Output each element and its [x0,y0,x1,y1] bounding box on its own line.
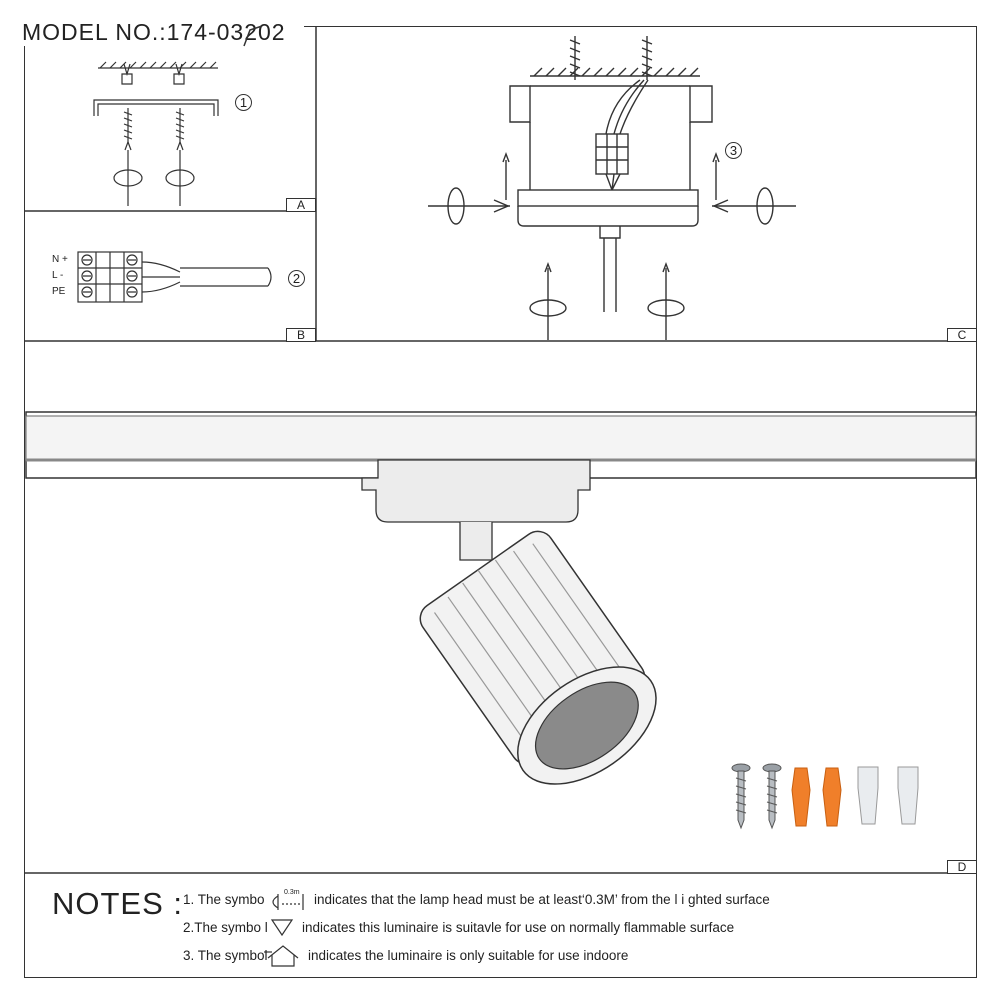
hardware-set [731,763,919,830]
note-3-prefix: 3. The symbol [183,948,268,963]
panel-c-drawing [428,36,796,340]
screw-2 [762,763,782,830]
track-light-drawing [25,411,977,785]
step-marker-1: 1 [235,94,252,111]
note-1-text: indicates that the lamp head must be at … [314,892,770,907]
step-marker-3: 3 [725,142,742,159]
panel-a-drawing [93,61,219,206]
panel-label-c: C [947,328,977,342]
model-number: MODEL NO.:174-03202 [22,19,304,46]
note-2-text: indicates this luminaire is suitavle for… [302,920,735,935]
terminal-label-neutral: N + [52,254,68,265]
note-3-text: indicates the luminaire is only suitable… [308,948,629,963]
anchor-white-2 [897,766,919,825]
screw-1 [731,763,751,830]
panel-b-drawing [77,251,272,303]
note-1-symbol: 0.3m [284,889,300,896]
note-1-prefix: 1. The symbo [183,892,265,907]
anchor-orange-2 [822,767,842,827]
note-symbols [264,894,304,967]
anchor-orange-1 [791,767,811,827]
notes-title: NOTES : [52,886,184,921]
terminal-label-live: L - [52,270,64,281]
panel-label-d: D [947,860,977,874]
anchor-white-1 [857,766,879,825]
outer-frame [24,26,977,978]
panel-label-a: A [286,198,316,212]
step-marker-2: 2 [288,270,305,287]
panel-label-b: B [286,328,316,342]
terminal-label-earth: PE [52,286,66,297]
note-2-prefix: 2.The symbo l [183,920,268,935]
